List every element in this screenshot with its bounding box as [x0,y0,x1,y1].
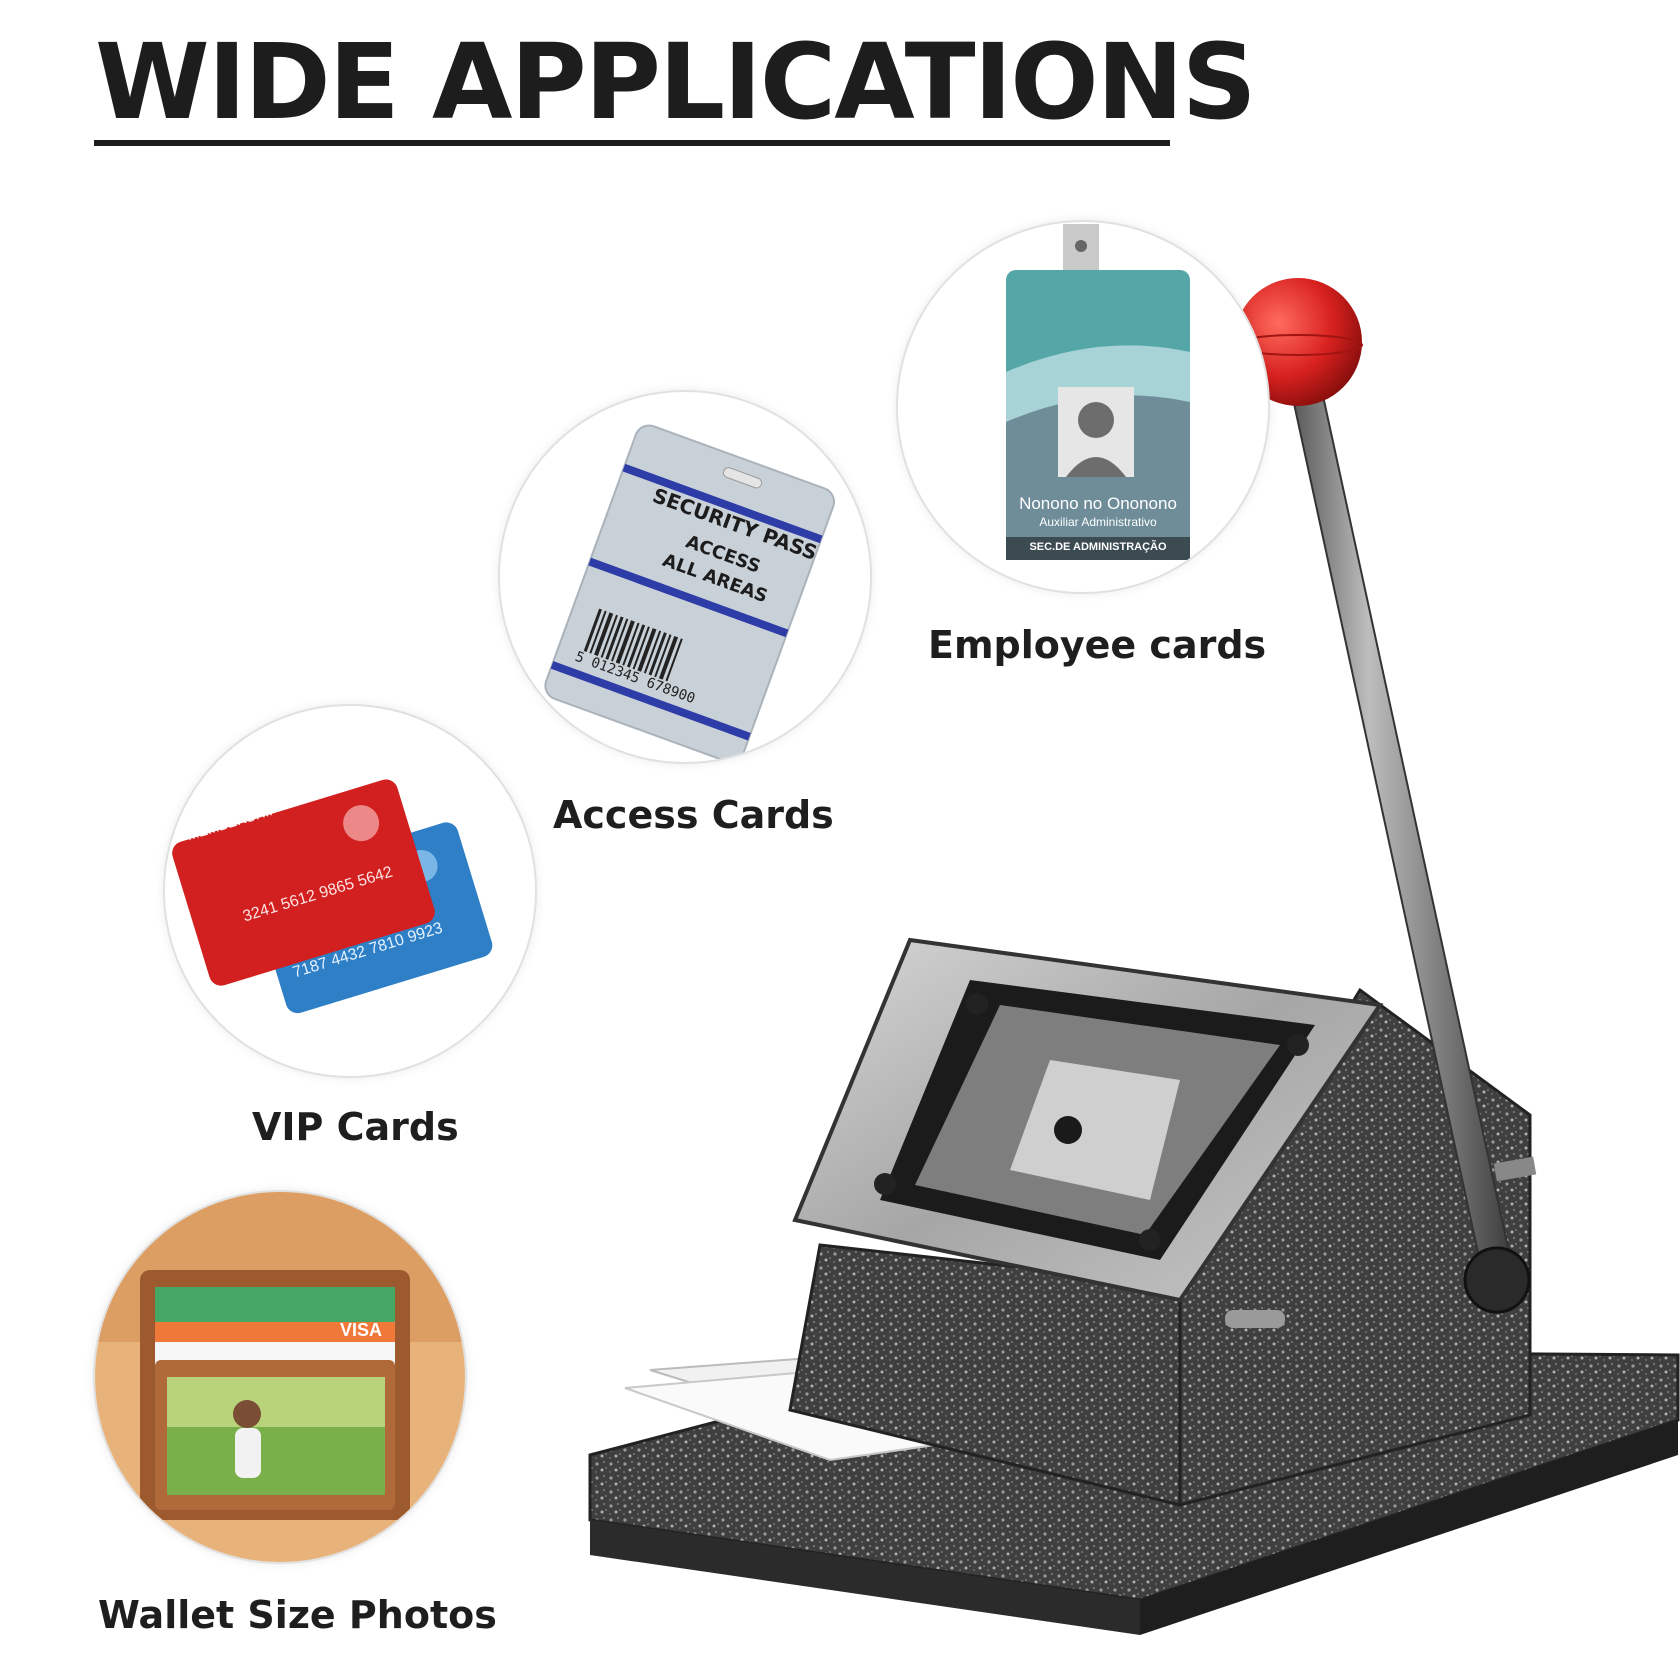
visa-text: VISA [340,1320,383,1340]
employee-department: SEC.DE ADMINISTRAÇÃO [1029,541,1167,553]
employee-role: Auxiliar Administrativo [1039,515,1157,529]
wallet-size-photos-label: Wallet Size Photos [98,1593,497,1637]
page-title: WIDE APPLICATIONS [95,21,1257,143]
employee-name: Nonono no Ononono [1019,494,1177,513]
access-card-circle: SECURITY PASS ACCESS ALL AREAS 5 012345 … [498,390,872,764]
employee-cards-label: Employee cards [928,623,1267,667]
wallet-photo-circle: VISA [93,1190,467,1564]
access-cards-label: Access Cards [553,793,834,837]
employee-card-circle: Nonono no Ononono Auxiliar Administrativ… [896,220,1270,594]
vip-cards-label: VIP Cards [252,1105,459,1149]
vip-cards-circle: MEMBERSHIP 3241 5612 9865 5642 7187 4432… [163,704,537,1078]
title-underline [94,140,1170,146]
